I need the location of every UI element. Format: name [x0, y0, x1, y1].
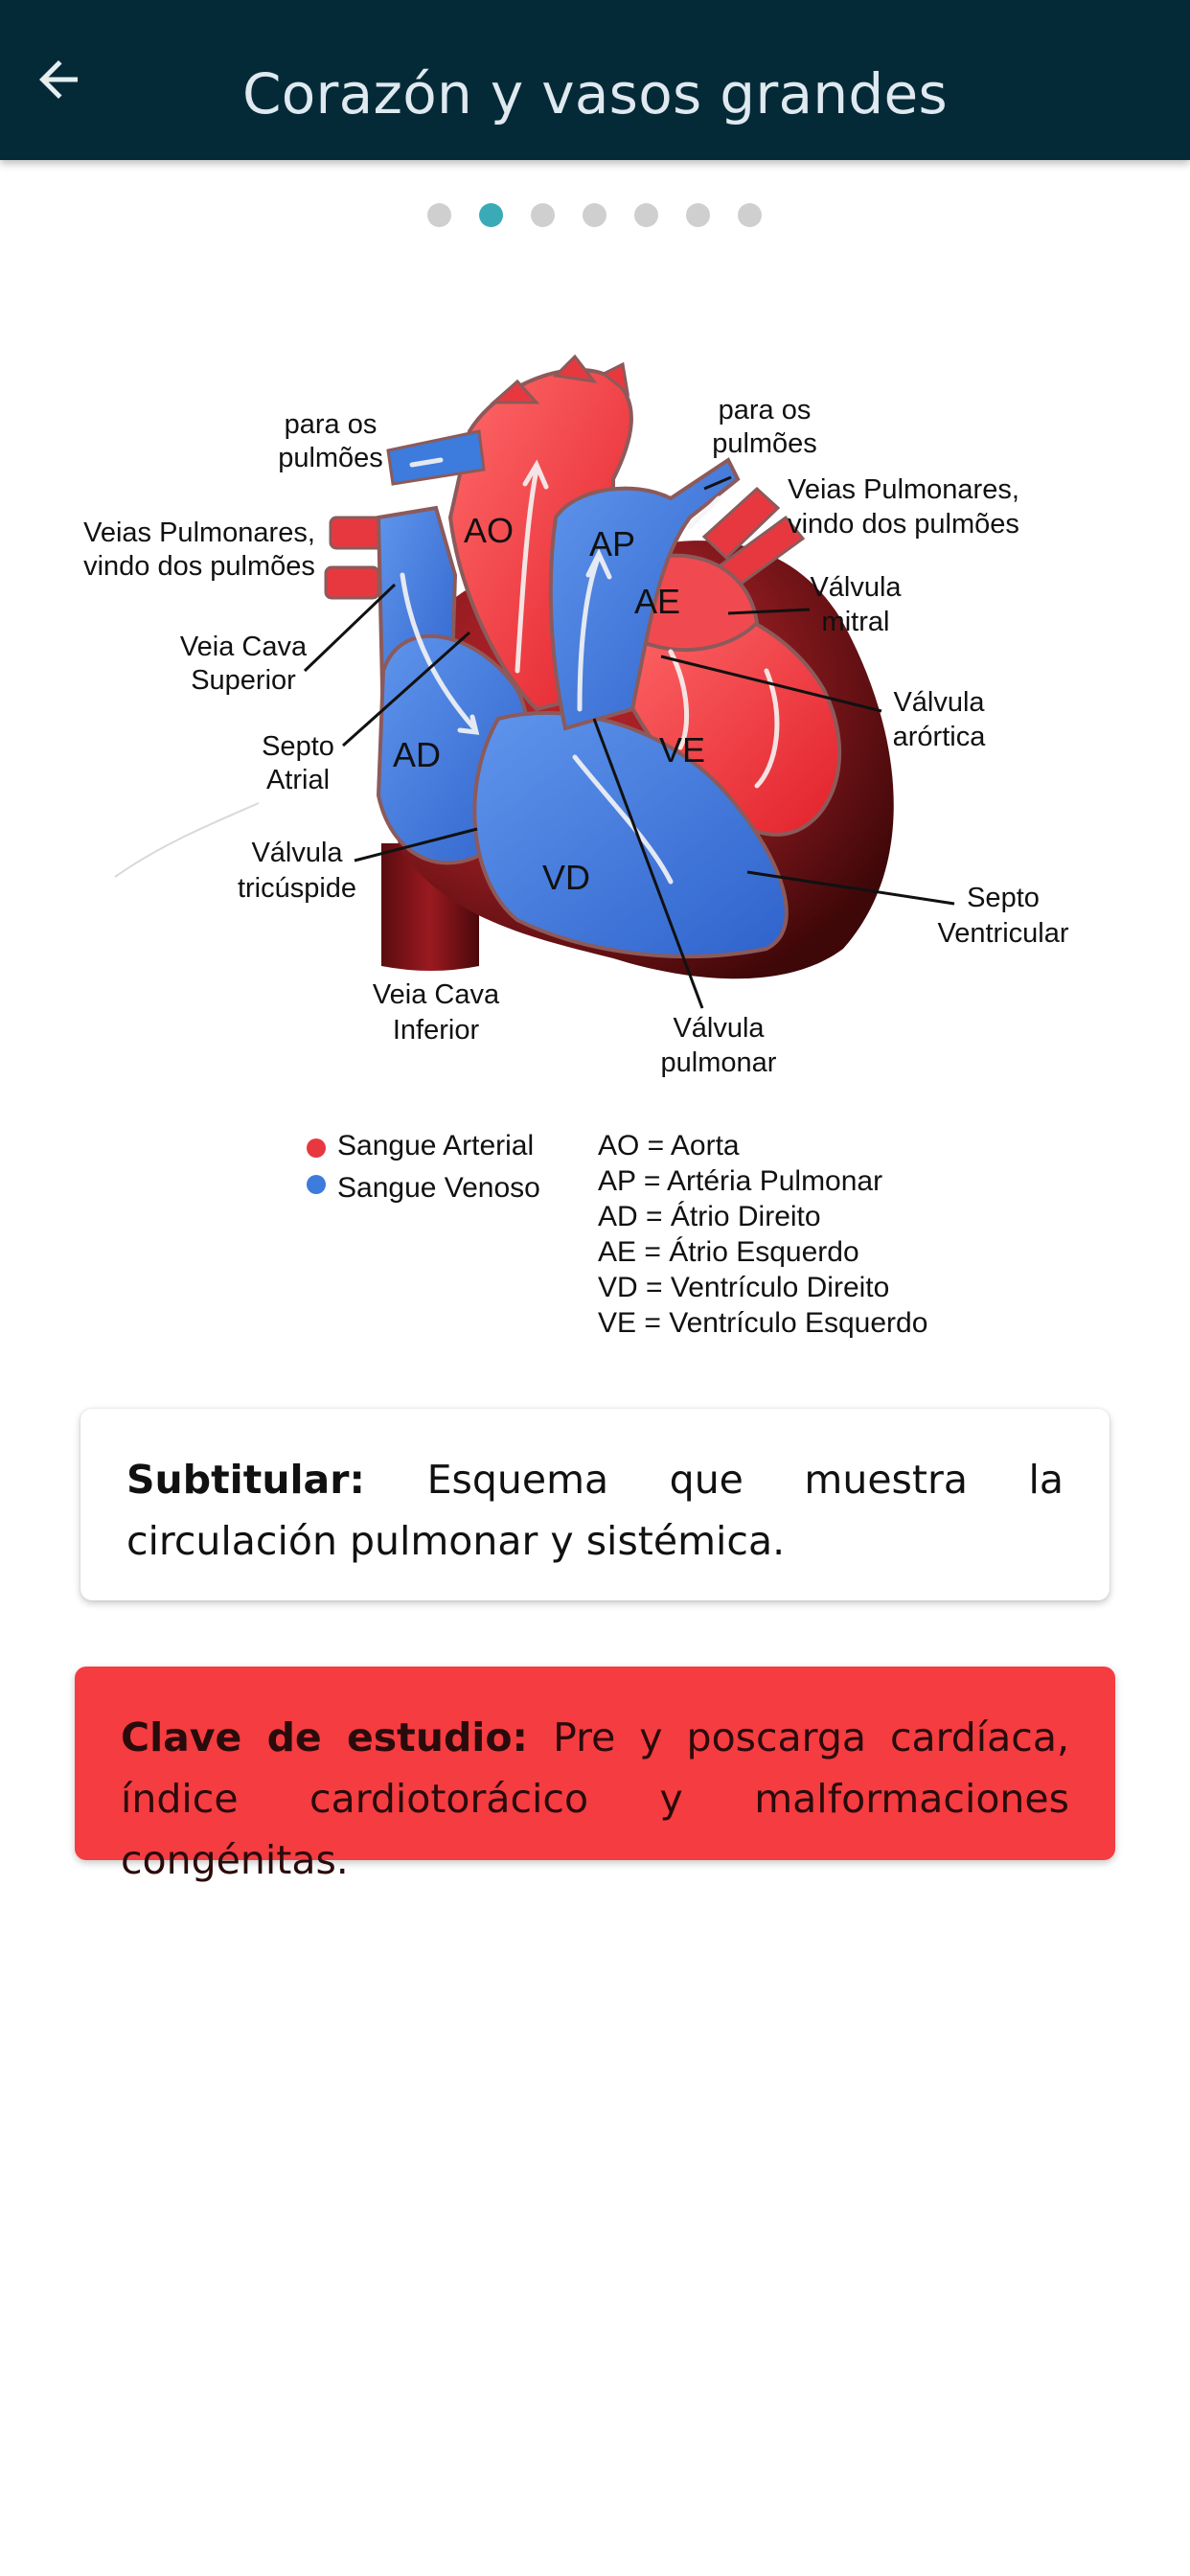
- page-dot-1[interactable]: [427, 203, 451, 227]
- legend-venous-dot: [307, 1175, 326, 1194]
- label-tricuspide-2: tricúspide: [238, 873, 356, 904]
- label-mitral-1: Válvula: [810, 572, 902, 603]
- label-veias-right-2: vindo dos pulmões: [788, 509, 1019, 540]
- page-dot-2[interactable]: [479, 203, 503, 227]
- page-indicator: [0, 203, 1190, 228]
- study-key-text: Pre y poscarga cardíaca, índice cardioto…: [121, 1714, 1069, 1883]
- legend-abbr-ao: AO = Aorta: [598, 1130, 740, 1162]
- label-vci-2: Inferior: [393, 1015, 480, 1046]
- legend-abbr-ve: VE = Ventrículo Esquerdo: [598, 1307, 927, 1339]
- page-dot-4[interactable]: [583, 203, 606, 227]
- label-ao: AO: [464, 511, 514, 550]
- label-septo-vent-1: Septo: [967, 883, 1040, 913]
- label-pulm-left-1: para os: [285, 409, 378, 440]
- label-veias-left-2: vindo dos pulmões: [83, 551, 315, 582]
- legend-abbr-ae: AE = Átrio Esquerdo: [598, 1236, 859, 1268]
- label-septo-vent-2: Ventricular: [937, 918, 1068, 949]
- page-dot-5[interactable]: [634, 203, 658, 227]
- pulmonary-veins-left: [324, 516, 385, 600]
- legend-arterial-dot: [307, 1138, 326, 1158]
- label-vd: VD: [542, 858, 590, 897]
- label-ve: VE: [659, 730, 705, 770]
- page-title: Corazón y vasos grandes: [241, 61, 949, 126]
- legend-abbr-ap: AP = Artéria Pulmonar: [598, 1165, 882, 1197]
- label-septo-atrial-1: Septo: [262, 731, 334, 762]
- legend-venoso: Sangue Venoso: [337, 1172, 540, 1204]
- study-key-card: Clave de estudio: Pre y poscarga cardíac…: [75, 1667, 1115, 1883]
- app-bar: Corazón y vasos grandes: [0, 0, 1190, 160]
- label-vcs-2: Superior: [191, 665, 296, 696]
- label-pulm-right-2: pulmões: [712, 428, 817, 459]
- subtitle-text: Esquema que muestra la circulación pulmo…: [126, 1457, 1064, 1564]
- label-pulmonar-1: Válvula: [673, 1013, 765, 1044]
- subtitle-label: Subtitular:: [126, 1457, 427, 1503]
- label-pulm-left-2: pulmões: [278, 443, 383, 473]
- label-vcs-1: Veia Cava: [180, 632, 308, 662]
- label-ad: AD: [393, 735, 441, 774]
- arrow-left-icon: [39, 60, 78, 99]
- label-pulm-right-1: para os: [719, 395, 812, 426]
- label-veias-right-1: Veias Pulmonares,: [788, 474, 1019, 505]
- page-dot-6[interactable]: [686, 203, 710, 227]
- legend-arterial: Sangue Arterial: [337, 1130, 534, 1162]
- label-vci-1: Veia Cava: [373, 979, 500, 1010]
- label-ae: AE: [634, 582, 680, 621]
- label-septo-atrial-2: Atrial: [266, 765, 330, 795]
- heart-diagram: AO AP AE AD VE VD para os pulmões para o…: [83, 354, 1069, 1339]
- label-mitral-2: mitral: [822, 607, 890, 637]
- label-veias-left-1: Veias Pulmonares,: [83, 518, 315, 548]
- subtitle-card: Subtitular: Esquema que muestra la circu…: [80, 1409, 1110, 1600]
- page-dot-7[interactable]: [738, 203, 762, 227]
- label-ap: AP: [589, 524, 635, 564]
- label-aortica-2: arórtica: [893, 722, 987, 752]
- label-tricuspide-1: Válvula: [251, 838, 343, 868]
- pulmonary-artery: [548, 457, 741, 731]
- right-ventricle: [472, 711, 789, 959]
- label-pulmonar-2: pulmonar: [661, 1047, 777, 1078]
- page-dot-3[interactable]: [531, 203, 555, 227]
- label-aortica-1: Válvula: [893, 687, 985, 718]
- legend-abbr-vd: VD = Ventrículo Direito: [598, 1272, 889, 1303]
- study-key-label: Clave de estudio:: [121, 1714, 554, 1760]
- pulmonary-veins-right: [701, 486, 806, 591]
- back-button[interactable]: [21, 42, 96, 117]
- legend-abbr-ad: AD = Átrio Direito: [598, 1201, 821, 1232]
